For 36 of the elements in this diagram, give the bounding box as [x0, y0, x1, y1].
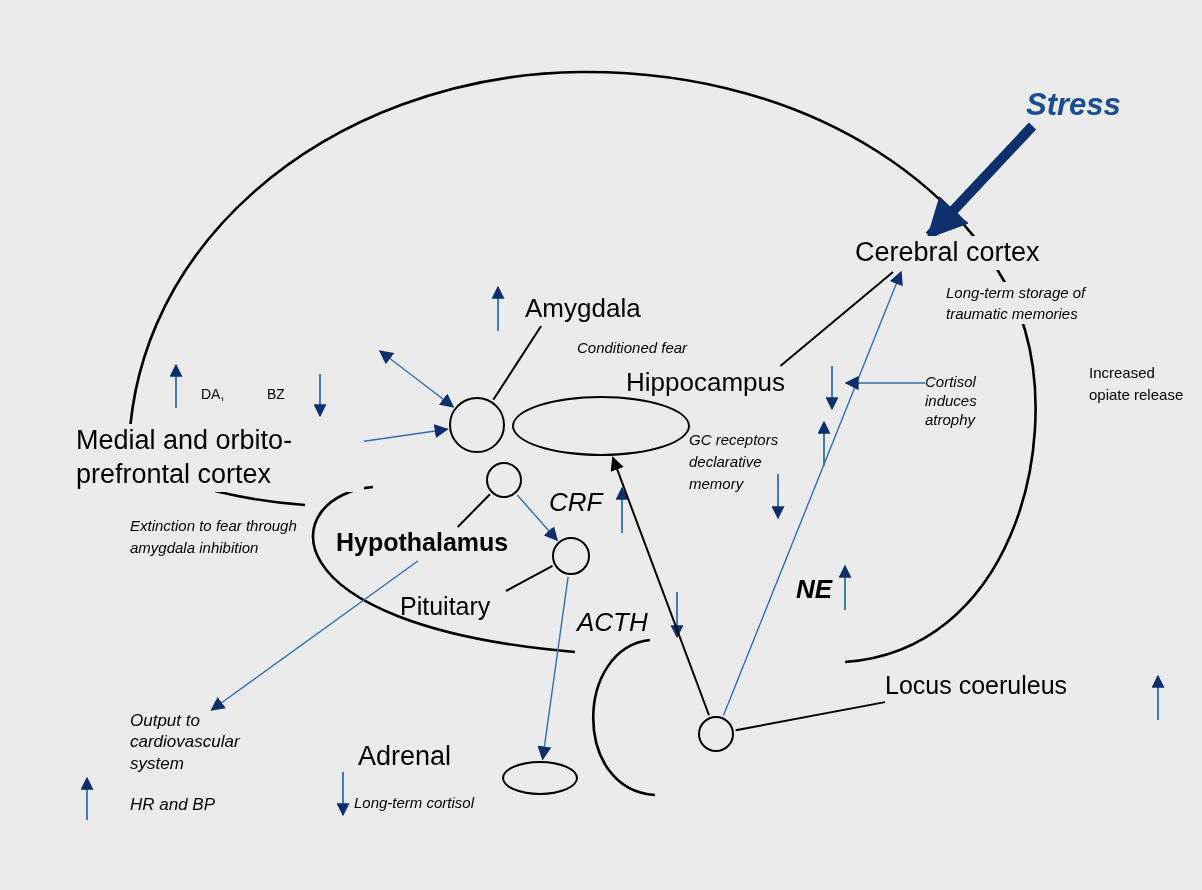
note-text: HR and BP	[130, 794, 217, 816]
region-label: Hippocampus	[626, 366, 846, 399]
hormone-label: ACTH	[577, 606, 649, 639]
neurotransmitter-label: BZ	[267, 385, 286, 404]
region-label: Amygdala	[525, 292, 665, 325]
region-label: Output to cardiovascular system	[130, 710, 280, 774]
hormone-label: CRF	[549, 486, 605, 519]
structure-ellipse	[502, 761, 578, 795]
annotation-text: Extinction to fear through amygdala inhibition	[130, 516, 298, 558]
arrow	[844, 376, 926, 390]
region-label: Cortisol induces atrophy	[925, 373, 1009, 430]
neurotransmitter-label: DA,	[201, 385, 226, 404]
leader-line	[492, 325, 543, 401]
leader-line	[456, 493, 491, 528]
region-label: Adrenal	[358, 740, 478, 774]
double-arrow	[378, 350, 455, 408]
arrow	[610, 456, 710, 717]
region-label: Hypothalamus	[336, 527, 550, 559]
hormone-label: NE	[796, 573, 834, 606]
stress-label: Stress	[1026, 86, 1166, 125]
note-text: GC receptors declarative memory	[689, 430, 780, 494]
arrow	[210, 560, 419, 711]
region-label: Pituitary	[400, 591, 526, 623]
note-text: Long-term cortisol	[354, 793, 476, 813]
note-text: Increased opiate release	[1089, 363, 1185, 405]
leader-line	[505, 564, 554, 592]
arrow	[537, 576, 569, 761]
leader-line	[779, 271, 894, 367]
region-label: Locus coeruleus	[885, 670, 1117, 702]
arrow	[363, 424, 449, 442]
leader-line	[734, 701, 886, 732]
arrow	[722, 270, 903, 717]
arrow	[516, 494, 559, 542]
annotation-text: Conditioned fear	[577, 338, 689, 358]
structure-ellipse	[512, 396, 690, 456]
region-label: Medial and orbito-prefrontal cortex	[76, 424, 364, 492]
